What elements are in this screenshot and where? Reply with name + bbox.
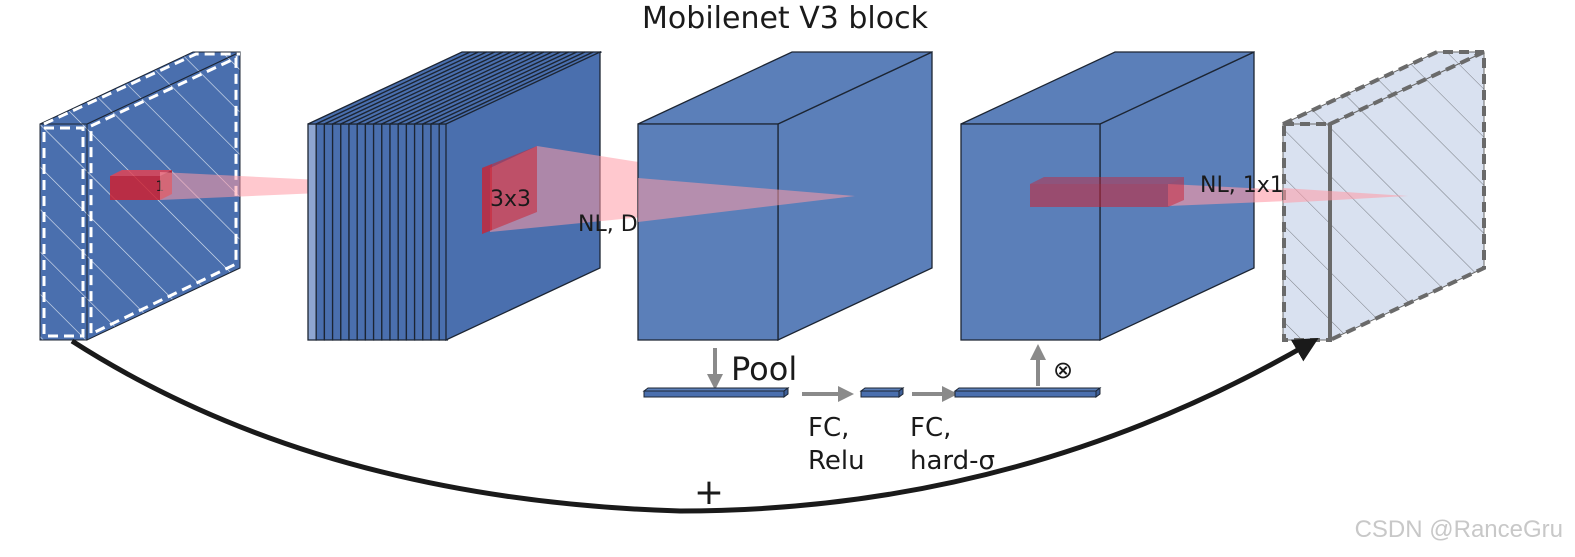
stack-slice — [430, 123, 440, 341]
stack-slice — [364, 123, 375, 341]
stack-slice — [307, 123, 317, 341]
dwise-kernel-label: 3x3 — [490, 187, 531, 212]
stack-slice — [372, 123, 383, 341]
stack-slice — [413, 123, 424, 341]
residual-add-symbol: + — [694, 472, 724, 513]
projection-cone-overlay — [1283, 188, 1408, 203]
pool-label: Pool — [731, 350, 797, 388]
multiply-symbol: ⊗ — [1053, 356, 1073, 384]
stack-slice — [397, 123, 408, 341]
stack-slice — [356, 123, 367, 341]
se-branch — [642, 344, 1102, 402]
stack-slice — [340, 123, 350, 341]
projection-label: NL, 1x1 — [1200, 173, 1284, 198]
stack-slice — [389, 123, 399, 341]
stack-slice — [315, 123, 326, 341]
stack-slice — [422, 123, 432, 341]
fc1-label-line2: Relu — [808, 446, 865, 476]
dwise-kernel — [482, 146, 537, 234]
residual-skip-arrow — [70, 337, 1319, 514]
fc2-label-line2: hard-σ — [910, 446, 995, 476]
dwise-cone-overlay — [638, 178, 855, 222]
watermark: CSDN @RanceGru — [1355, 516, 1563, 543]
fc1-label-line1: FC, — [808, 413, 849, 443]
stack-slice — [331, 123, 342, 341]
input-block — [39, 51, 241, 341]
stack-slice — [348, 123, 358, 341]
stack-slice — [405, 123, 416, 341]
diagram-title: Mobilenet V3 block — [642, 1, 929, 36]
input-projection-cone — [160, 172, 320, 200]
stack-slice — [323, 123, 334, 341]
fc2-label-line1: FC, — [910, 413, 951, 443]
stack-slice — [381, 123, 391, 341]
projection-kernel — [1030, 177, 1184, 207]
